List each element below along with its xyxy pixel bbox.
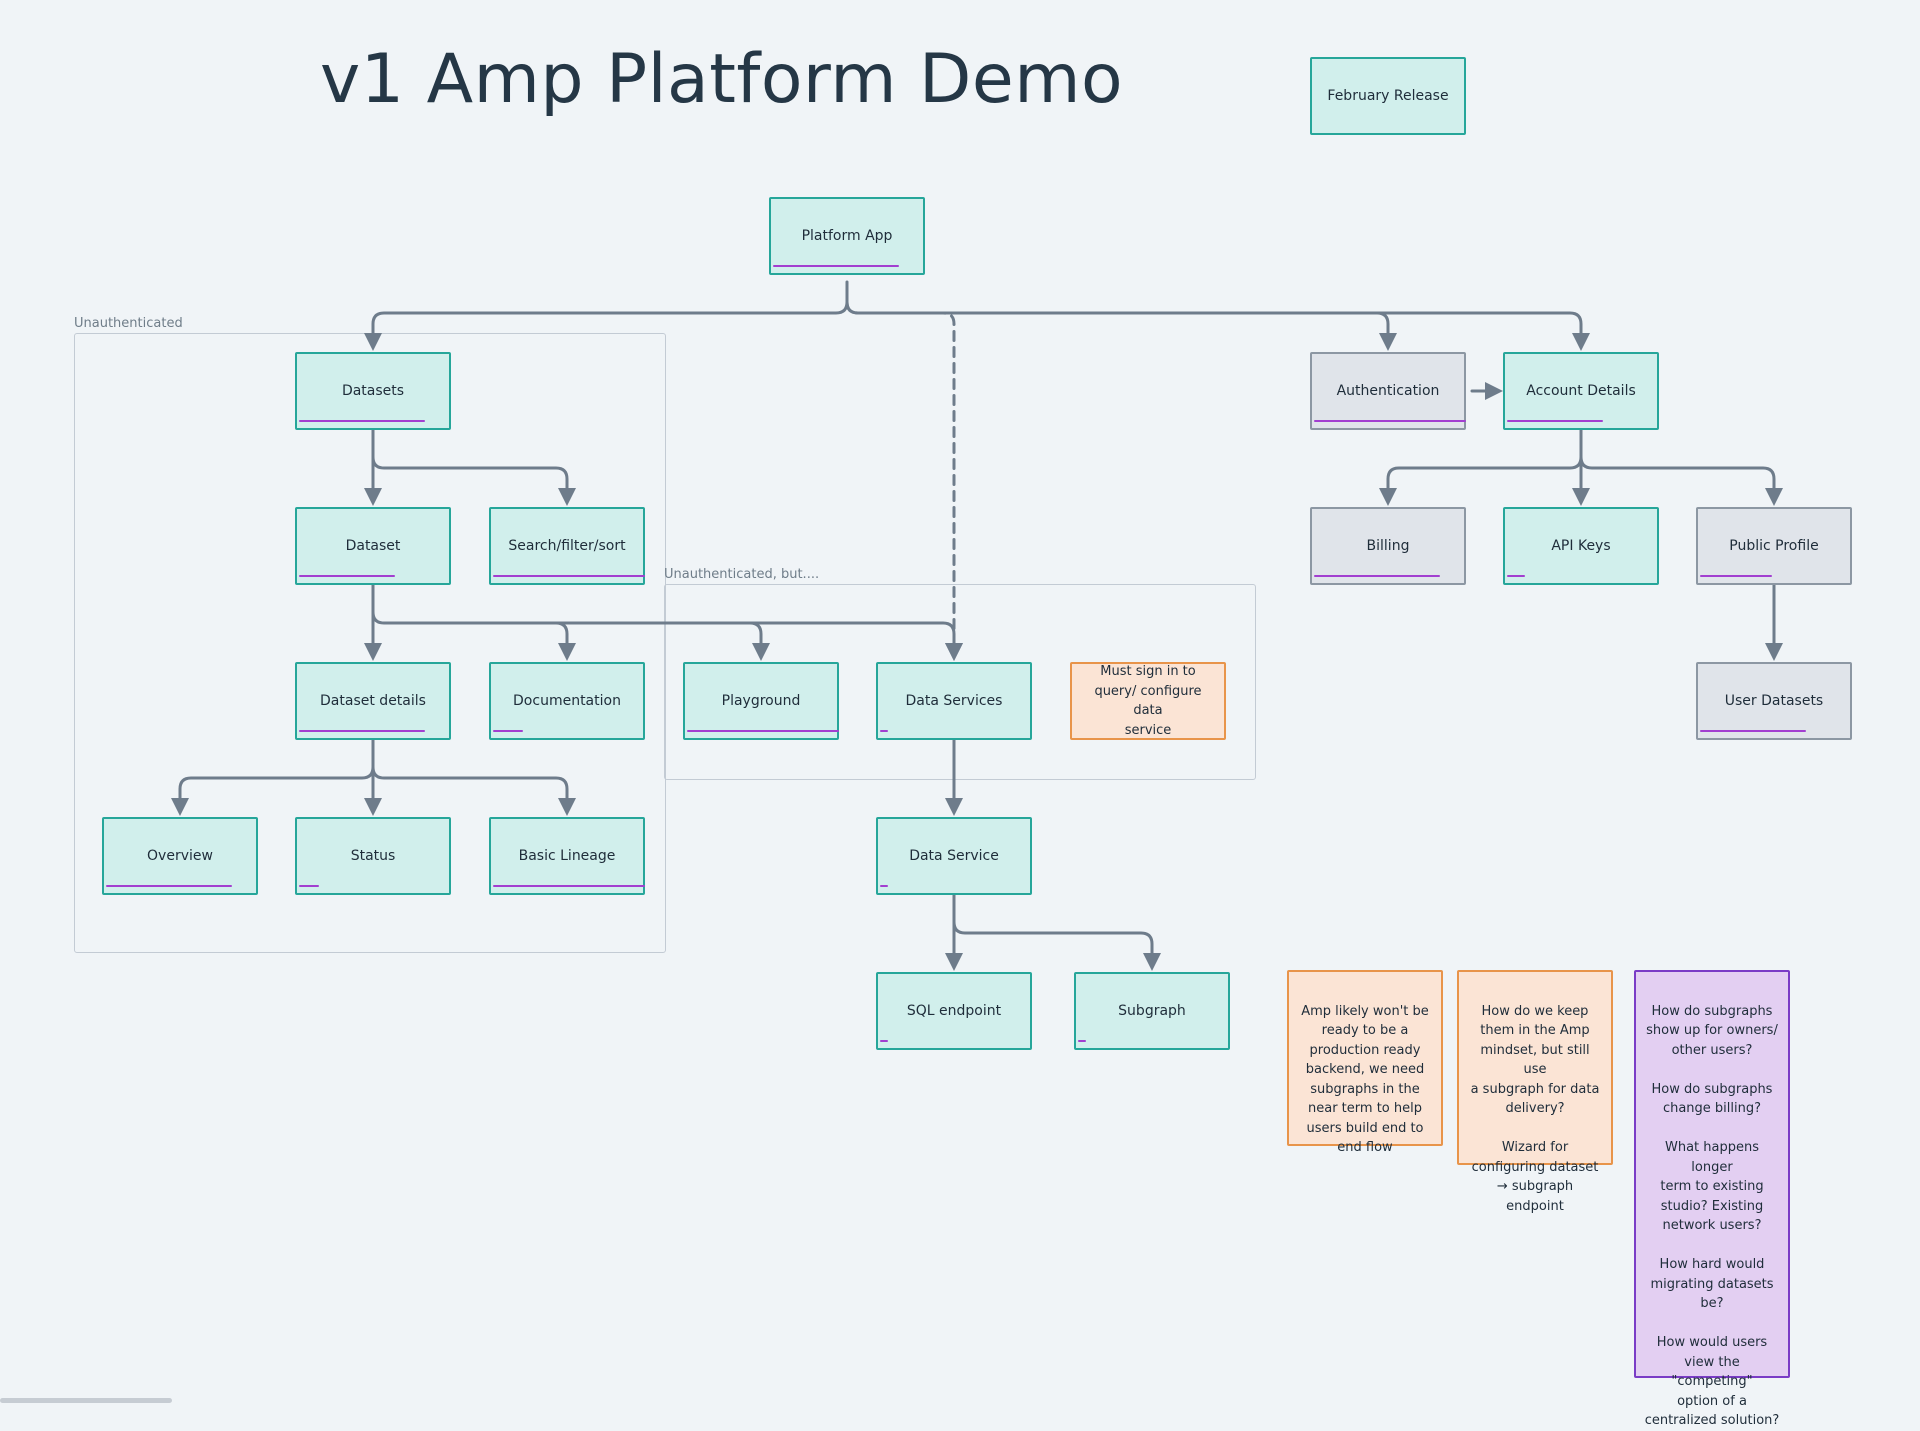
status-node[interactable]: Status [295, 817, 451, 895]
api-keys-node[interactable]: API Keys [1503, 507, 1659, 585]
playground-label: Playground [721, 693, 801, 709]
account-details-node[interactable]: Account Details [1503, 352, 1659, 430]
platform-app-node[interactable]: Platform App [769, 197, 925, 275]
progress-bar [880, 730, 888, 732]
datasets-label: Datasets [341, 383, 405, 399]
progress-bar [493, 730, 523, 732]
documentation-node[interactable]: Documentation [489, 662, 645, 740]
data-service-node[interactable]: Data Service [876, 817, 1032, 895]
billing-node[interactable]: Billing [1310, 507, 1466, 585]
sign-in-note-text: Must sign in to query/ configure data se… [1094, 664, 1202, 738]
release-node[interactable]: February Release [1310, 57, 1466, 135]
user-datasets-node[interactable]: User Datasets [1696, 662, 1852, 740]
search-filter-sort-node[interactable]: Search/filter/sort [489, 507, 645, 585]
horizontal-scrollbar[interactable] [0, 1398, 172, 1403]
progress-bar [687, 730, 839, 732]
progress-bar [106, 885, 232, 887]
dataset-details-label: Dataset details [320, 693, 426, 709]
progress-bar [1078, 1040, 1086, 1042]
amp-mindset-note[interactable]: How do we keep them in the Amp mindset, … [1457, 970, 1613, 1214]
subgraph-questions-note-text: How do subgraphs show up for owners/ oth… [1644, 1003, 1780, 1429]
subgraph-node[interactable]: Subgraph [1074, 972, 1230, 1050]
frame-unauthenticated-but-label: Unauthenticated, but.... [664, 567, 820, 582]
progress-bar [299, 885, 319, 887]
sql-endpoint-node[interactable]: SQL endpoint [876, 972, 1032, 1050]
progress-bar [493, 575, 645, 577]
public-profile-node[interactable]: Public Profile [1696, 507, 1852, 585]
documentation-label: Documentation [513, 693, 621, 709]
playground-node[interactable]: Playground [683, 662, 839, 740]
progress-bar [1700, 575, 1772, 577]
progress-bar [1314, 575, 1440, 577]
release-label: February Release [1327, 88, 1449, 104]
billing-label: Billing [1366, 538, 1410, 554]
data-services-node[interactable]: Data Services [876, 662, 1032, 740]
overview-label: Overview [147, 848, 213, 864]
page-title: v1 Amp Platform Demo [320, 40, 1124, 119]
basic-lineage-node[interactable]: Basic Lineage [489, 817, 645, 895]
amp-readiness-note-text: Amp likely won't be ready to be a produc… [1301, 1003, 1429, 1156]
data-service-label: Data Service [909, 848, 999, 864]
progress-bar [1314, 420, 1466, 422]
progress-bar [493, 885, 645, 887]
frame-unauthenticated-label: Unauthenticated [74, 316, 183, 331]
subgraph-label: Subgraph [1118, 1003, 1186, 1019]
progress-bar [299, 730, 425, 732]
progress-bar [299, 420, 425, 422]
amp-mindset-note-text: How do we keep them in the Amp mindset, … [1470, 1003, 1600, 1214]
subgraph-questions-note[interactable]: How do subgraphs show up for owners/ oth… [1634, 970, 1790, 1428]
overview-node[interactable]: Overview [102, 817, 258, 895]
dataset-label: Dataset [345, 538, 401, 554]
progress-bar [1507, 420, 1603, 422]
progress-bar [1507, 575, 1525, 577]
frame-unauthenticated-but[interactable] [664, 584, 1256, 780]
authentication-label: Authentication [1336, 383, 1440, 399]
progress-bar [773, 265, 899, 267]
dataset-node[interactable]: Dataset [295, 507, 451, 585]
progress-bar [880, 885, 888, 887]
api-keys-label: API Keys [1551, 538, 1611, 554]
authentication-node[interactable]: Authentication [1310, 352, 1466, 430]
datasets-node[interactable]: Datasets [295, 352, 451, 430]
public-profile-label: Public Profile [1729, 538, 1819, 554]
status-label: Status [350, 848, 396, 864]
account-details-label: Account Details [1526, 383, 1636, 399]
data-services-label: Data Services [905, 693, 1003, 709]
platform-app-label: Platform App [801, 228, 893, 244]
progress-bar [299, 575, 395, 577]
basic-lineage-label: Basic Lineage [518, 848, 616, 864]
dataset-details-node[interactable]: Dataset details [295, 662, 451, 740]
progress-bar [1700, 730, 1806, 732]
search-filter-sort-label: Search/filter/sort [508, 538, 626, 554]
sql-endpoint-label: SQL endpoint [906, 1003, 1002, 1019]
sign-in-note[interactable]: Must sign in to query/ configure data se… [1070, 662, 1226, 740]
progress-bar [880, 1040, 888, 1042]
amp-readiness-note[interactable]: Amp likely won't be ready to be a produc… [1287, 970, 1443, 1155]
user-datasets-label: User Datasets [1724, 693, 1824, 709]
